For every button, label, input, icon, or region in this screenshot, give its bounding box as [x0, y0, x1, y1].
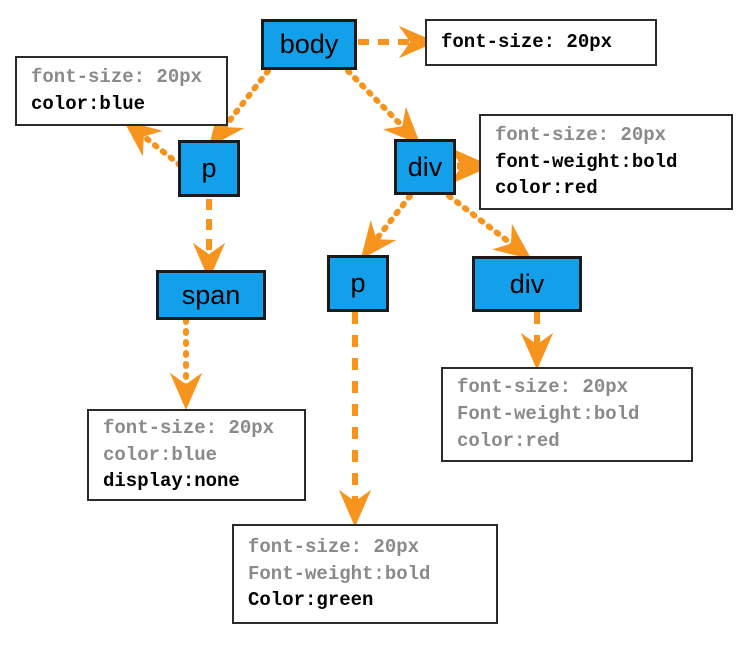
rule-box-div-2: font-size: 20px Font-weight:bold color:r…	[441, 367, 693, 462]
node-body[interactable]: body	[261, 19, 357, 70]
rule-line: font-size: 20px	[495, 123, 667, 146]
rule-box-p-2: font-size: 20px Font-weight:bold Color:g…	[232, 524, 498, 624]
node-div-2[interactable]: div	[472, 256, 582, 312]
node-span-1-label: span	[181, 279, 241, 310]
rule-box-p-1: font-size: 20px color:blue	[15, 56, 228, 126]
rule-line: color:blue	[31, 93, 146, 115]
rule-line: display:none	[103, 470, 240, 493]
node-p-2-label: p	[350, 268, 366, 298]
rule-line: font-size: 20px	[103, 416, 275, 439]
rule-line: font-weight:bold	[495, 150, 678, 173]
node-span-1[interactable]: span	[156, 270, 266, 320]
node-p-2[interactable]: p	[327, 255, 389, 312]
rule-line: font-size: 20px	[441, 31, 613, 54]
rule-line: Color:green	[248, 589, 374, 612]
edge-body-to-div1	[345, 68, 421, 145]
rule-box-span-1: font-size: 20px color:blue display:none	[87, 409, 306, 501]
node-p-1-label: p	[201, 153, 217, 183]
node-body-label: body	[279, 29, 339, 59]
rule-line: font-size: 20px	[248, 535, 420, 558]
node-div-1[interactable]: div	[394, 139, 456, 195]
rule-line: Font-weight:bold	[457, 403, 640, 426]
rule-box-div-1: font-size: 20px font-weight:bold color:r…	[479, 114, 733, 210]
node-div-1-label: div	[407, 151, 443, 182]
rule-line: Font-weight:bold	[248, 562, 431, 585]
node-p-1[interactable]: p	[178, 140, 240, 197]
rule-line: color:red	[457, 429, 560, 452]
rule-line: font-size: 20px	[457, 376, 629, 399]
node-div-2-label: div	[509, 268, 545, 299]
rule-box-body: font-size: 20px	[425, 19, 657, 66]
rule-line: font-size: 20px	[31, 66, 203, 89]
rule-line: color:red	[495, 177, 598, 200]
rule-line: color:blue	[103, 443, 218, 466]
edge-div1-to-p2	[360, 193, 413, 260]
edge-p1-to-p1-rules	[123, 120, 183, 168]
